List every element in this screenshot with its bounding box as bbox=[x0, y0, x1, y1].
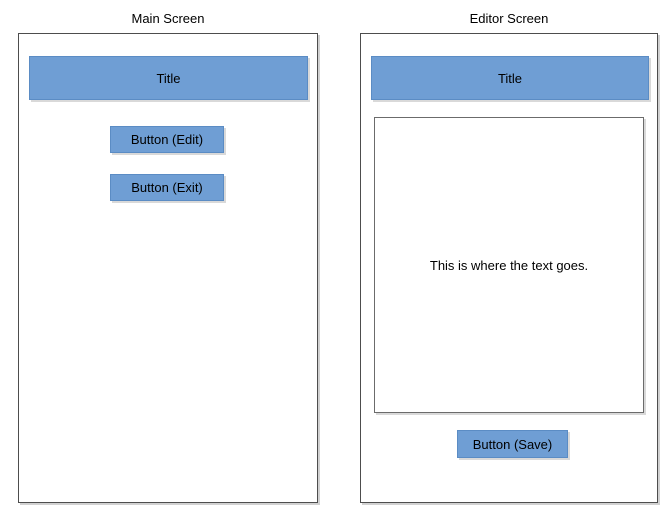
edit-button[interactable]: Button (Edit) bbox=[110, 126, 224, 153]
main-screen-title-label: Title bbox=[156, 70, 181, 86]
editor-text-area[interactable]: This is where the text goes. bbox=[374, 117, 644, 413]
main-screen-caption: Main Screen bbox=[131, 11, 205, 26]
editor-text-area-value: This is where the text goes. bbox=[429, 257, 589, 273]
exit-button-label: Button (Exit) bbox=[131, 180, 203, 195]
edit-button-label: Button (Edit) bbox=[130, 132, 204, 147]
main-screen-title-bar: Title bbox=[29, 56, 308, 100]
save-button[interactable]: Button (Save) bbox=[457, 430, 568, 458]
save-button-label: Button (Save) bbox=[472, 436, 553, 452]
editor-screen-title-bar: Title bbox=[371, 56, 649, 100]
main-screen-frame bbox=[18, 33, 318, 503]
editor-screen-title-label: Title bbox=[497, 70, 523, 86]
exit-button[interactable]: Button (Exit) bbox=[110, 174, 224, 201]
editor-screen-caption: Editor Screen bbox=[469, 11, 549, 26]
